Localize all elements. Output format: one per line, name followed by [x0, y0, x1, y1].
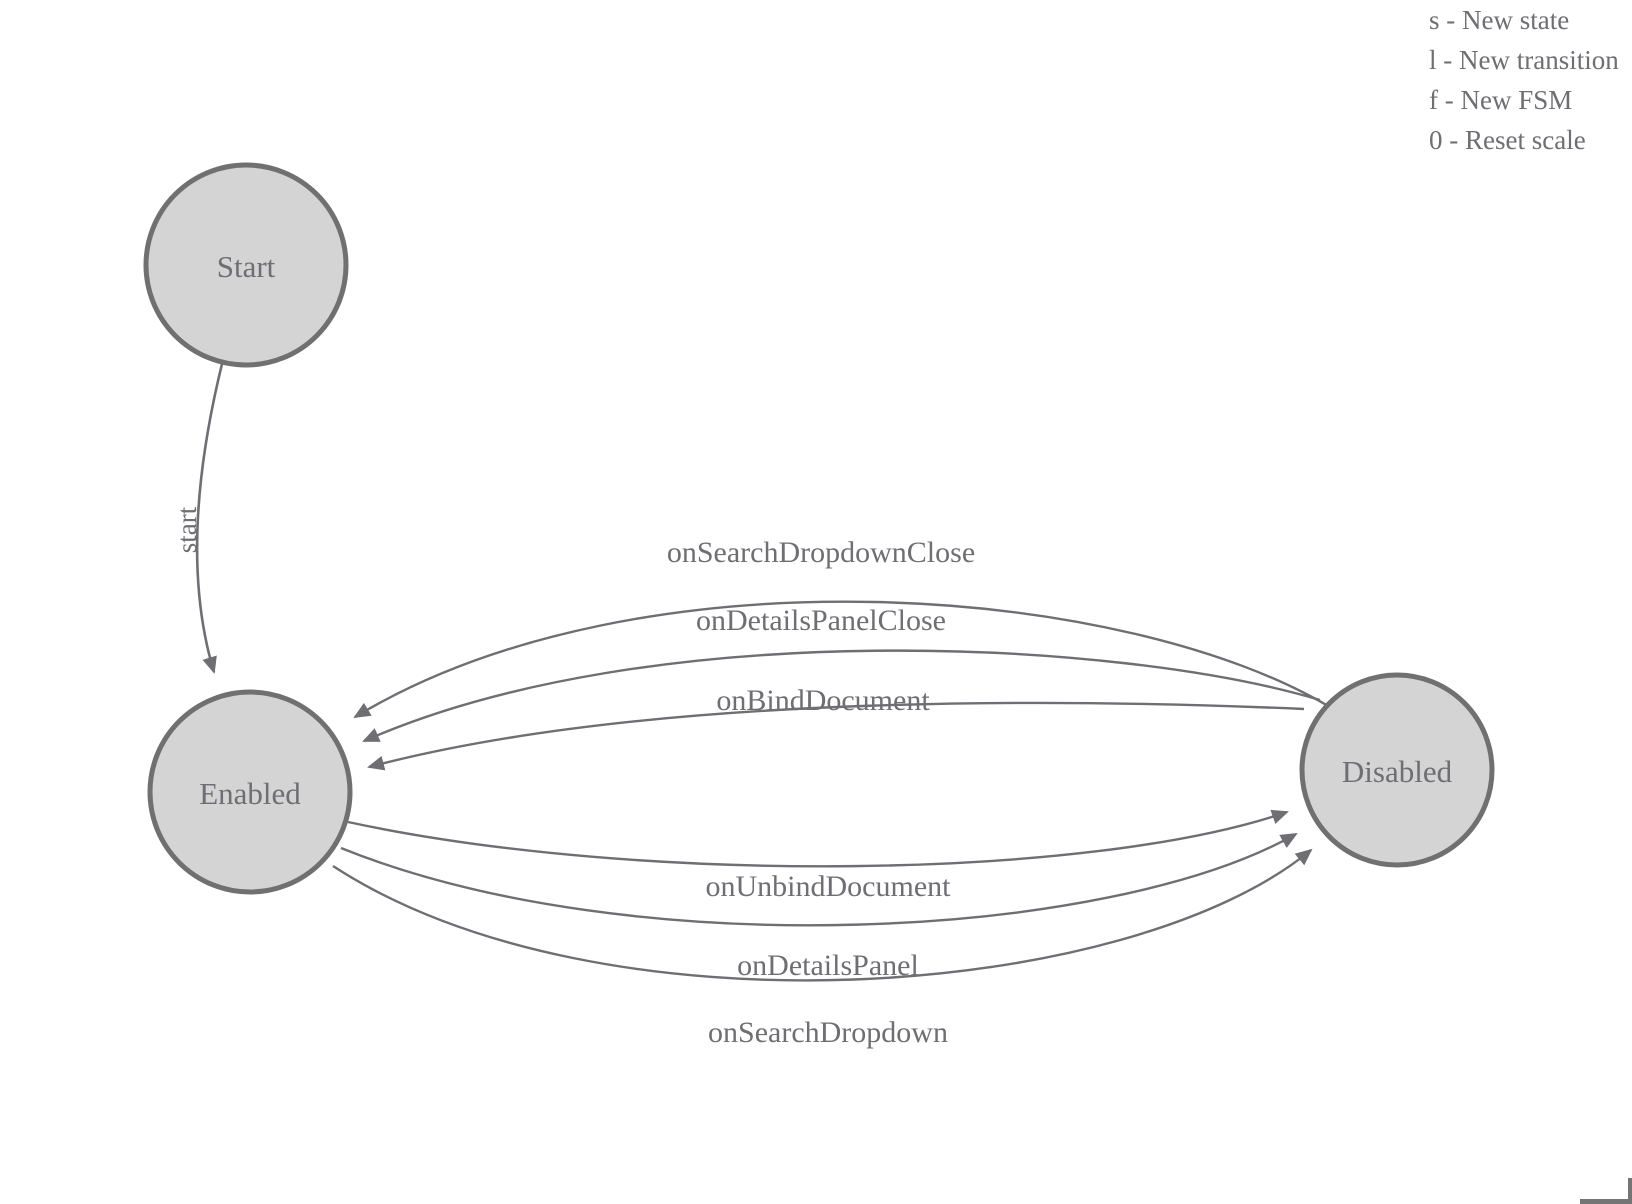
edge-disabled-to-enabled-detailspanelclose[interactable]: onDetailsPanelClose: [362, 604, 1321, 743]
state-node-disabled[interactable]: Disabled: [1299, 672, 1495, 868]
edge-label-onbinddocument: onBindDocument: [716, 684, 930, 717]
edge-path-onunbinddocument: [347, 809, 1289, 868]
edge-disabled-to-enabled-searchdropdownclose[interactable]: onSearchDropdownClose: [353, 536, 1334, 719]
edge-path-ondetailspanelclose: [362, 649, 1321, 743]
nodes-layer: Start Enabled Disabled: [143, 162, 1495, 895]
horizontal-scrollbar-thumb[interactable]: [1580, 1199, 1632, 1204]
state-node-enabled-circle[interactable]: [147, 689, 353, 895]
edge-enabled-to-disabled-unbinddocument[interactable]: onUnbindDocument: [347, 809, 1289, 903]
edge-label-ondetailspanelclose: onDetailsPanelClose: [696, 604, 946, 637]
state-node-enabled[interactable]: Enabled: [147, 689, 353, 895]
state-node-start-circle[interactable]: [143, 162, 349, 368]
edge-path-start-enabled: [195, 363, 224, 674]
edge-label-onsearchdropdownclose: onSearchDropdownClose: [667, 536, 975, 569]
state-node-disabled-label: Disabled: [1342, 754, 1453, 789]
edge-enabled-to-disabled-searchdropdown[interactable]: onSearchDropdown: [332, 848, 1313, 1049]
edge-path-onbinddocument: [367, 701, 1305, 771]
edge-label-ondetailspanel: onDetailsPanel: [737, 949, 919, 982]
state-node-disabled-circle[interactable]: [1299, 672, 1495, 868]
state-node-start[interactable]: Start: [143, 162, 349, 368]
edge-label-onsearchdropdown: onSearchDropdown: [708, 1016, 948, 1049]
edge-label-onunbinddocument: onUnbindDocument: [706, 870, 952, 903]
edges-layer: start onSearchDropdownClose onDetailsPan…: [172, 363, 1334, 1049]
edge-start-to-enabled[interactable]: start: [172, 363, 224, 674]
edge-path-ondetailspanel: [340, 832, 1298, 927]
vertical-scrollbar-thumb[interactable]: [1628, 1178, 1632, 1204]
edge-label-start: start: [172, 506, 202, 553]
edge-disabled-to-enabled-binddocument[interactable]: onBindDocument: [367, 684, 1305, 771]
state-node-enabled-label: Enabled: [199, 776, 301, 811]
edge-path-onsearchdropdownclose: [353, 600, 1334, 719]
edge-path-onsearchdropdown: [332, 848, 1313, 982]
edge-enabled-to-disabled-detailspanel[interactable]: onDetailsPanel: [340, 832, 1298, 982]
state-node-start-label: Start: [217, 249, 276, 284]
